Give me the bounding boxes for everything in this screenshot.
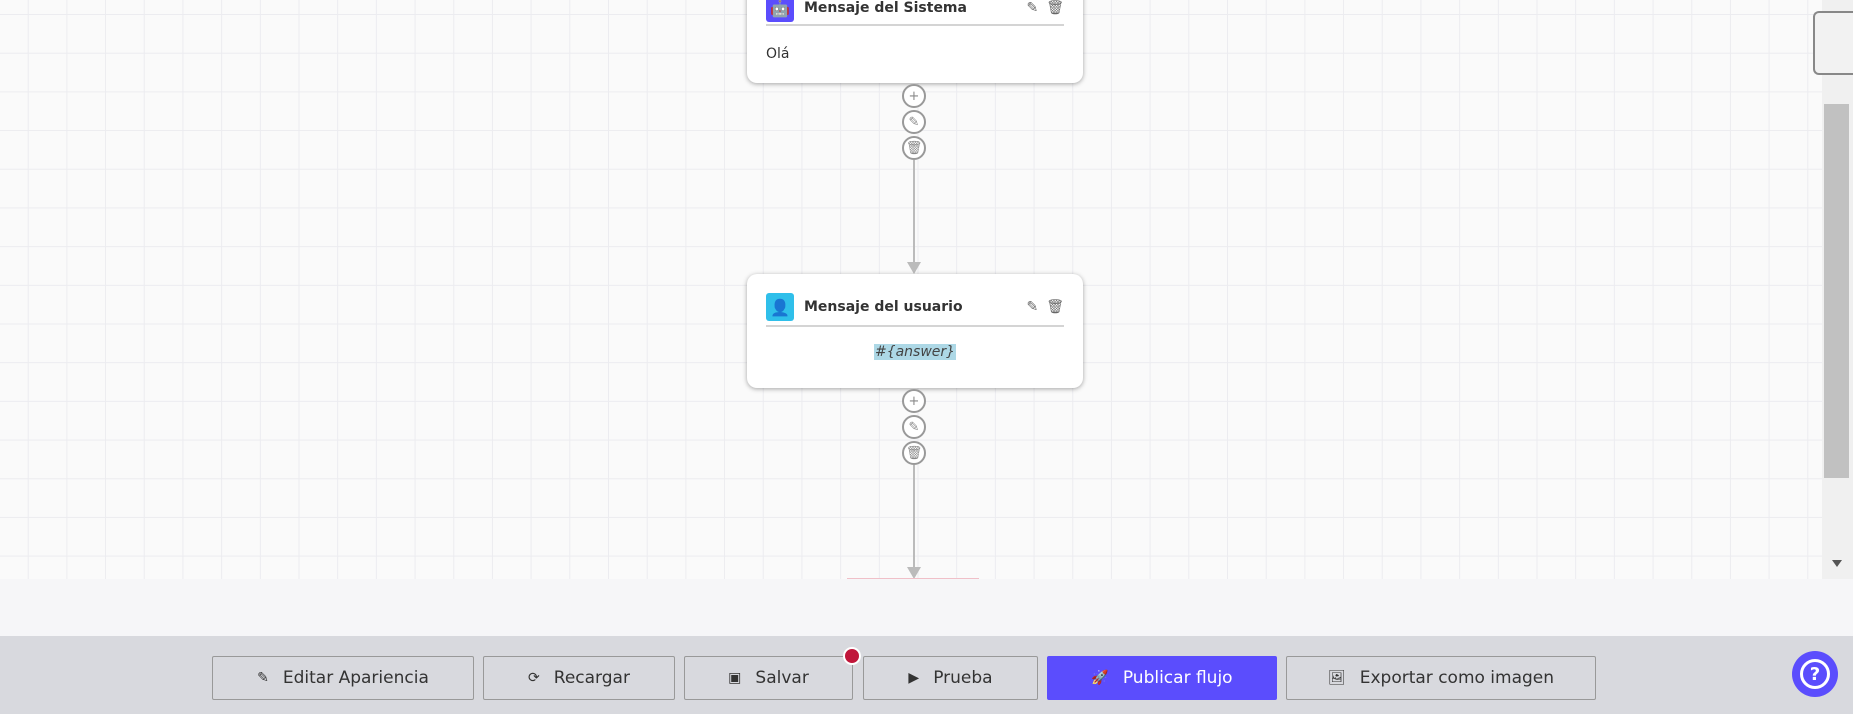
node-card-system-message[interactable]: 🤖 Mensaje del Sistema ✎ 🗑 Olá — [747, 0, 1083, 83]
reload-button[interactable]: ⟳ Recargar — [483, 656, 675, 700]
side-panel-toggle[interactable] — [1813, 11, 1853, 75]
edit-appearance-button[interactable]: ✎ Editar Apariencia — [212, 656, 474, 700]
play-icon: ▶ — [908, 670, 920, 686]
node-body: #{answer} — [766, 344, 1064, 360]
variable-placeholder: #{answer} — [873, 344, 957, 360]
button-label: Recargar — [553, 668, 630, 688]
edit-pencil-icon[interactable]: ✎ — [1026, 0, 1039, 16]
bottom-toolbar: ✎ Editar Apariencia ⟳ Recargar ▣ Salvar ▶ Pr… — [0, 636, 1853, 714]
connector-line — [913, 160, 915, 262]
help-button[interactable]: ? — [1792, 651, 1838, 697]
save-button[interactable]: ▣ Salvar — [684, 656, 853, 700]
image-icon: 🖼 — [1327, 670, 1346, 686]
add-node-button[interactable]: + — [902, 84, 926, 108]
publish-flow-button[interactable]: 🚀 Publicar flujo — [1047, 656, 1277, 700]
button-label: Publicar flujo — [1122, 668, 1233, 688]
button-label: Editar Apariencia — [282, 668, 429, 688]
add-node-button[interactable]: + — [902, 389, 926, 413]
delete-connection-button[interactable]: 🗑 — [902, 441, 926, 465]
refresh-icon: ⟳ — [528, 670, 540, 686]
floppy-disk-icon: ▣ — [728, 670, 742, 686]
unsaved-changes-badge — [843, 647, 861, 665]
node-body: Olá — [766, 46, 790, 62]
user-icon: 👤 — [766, 293, 794, 321]
export-image-button[interactable]: 🖼 Exportar como imagen — [1286, 656, 1596, 700]
scroll-down-arrow-icon[interactable] — [1832, 560, 1842, 567]
robot-icon: 🤖 — [766, 0, 794, 22]
trash-icon[interactable]: 🗑 — [1046, 299, 1064, 315]
node-header: 🤖 Mensaje del Sistema ✎ 🗑 — [766, 0, 1064, 26]
connector-arrow — [907, 262, 921, 274]
vertical-scrollbar[interactable] — [1822, 0, 1853, 579]
scrollbar-thumb[interactable] — [1824, 104, 1849, 478]
node-title: Mensaje del usuario — [804, 299, 963, 315]
button-label: Salvar — [755, 668, 809, 688]
connector-line — [913, 465, 915, 567]
question-icon: ? — [1800, 659, 1830, 689]
edit-connection-button[interactable]: ✎ — [902, 415, 926, 439]
flow-canvas[interactable]: 🤖 Mensaje del Sistema ✎ 🗑 Olá + ✎ 🗑 👤 Me… — [0, 0, 1822, 579]
node-header: 👤 Mensaje del usuario ✎ 🗑 — [766, 289, 1064, 327]
delete-connection-button[interactable]: 🗑 — [902, 136, 926, 160]
connector-arrow — [907, 567, 921, 579]
button-label: Prueba — [933, 668, 993, 688]
next-node-edge — [847, 578, 979, 579]
node-title: Mensaje del Sistema — [804, 0, 967, 16]
edit-pencil-icon[interactable]: ✎ — [1026, 299, 1039, 315]
edit-icon: ✎ — [257, 670, 269, 686]
test-button[interactable]: ▶ Prueba — [863, 656, 1038, 700]
edit-connection-button[interactable]: ✎ — [902, 110, 926, 134]
node-card-user-message[interactable]: 👤 Mensaje del usuario ✎ 🗑 #{answer} — [747, 274, 1083, 388]
button-label: Exportar como imagen — [1359, 668, 1555, 688]
trash-icon[interactable]: 🗑 — [1046, 0, 1064, 16]
rocket-icon: 🚀 — [1091, 670, 1109, 686]
